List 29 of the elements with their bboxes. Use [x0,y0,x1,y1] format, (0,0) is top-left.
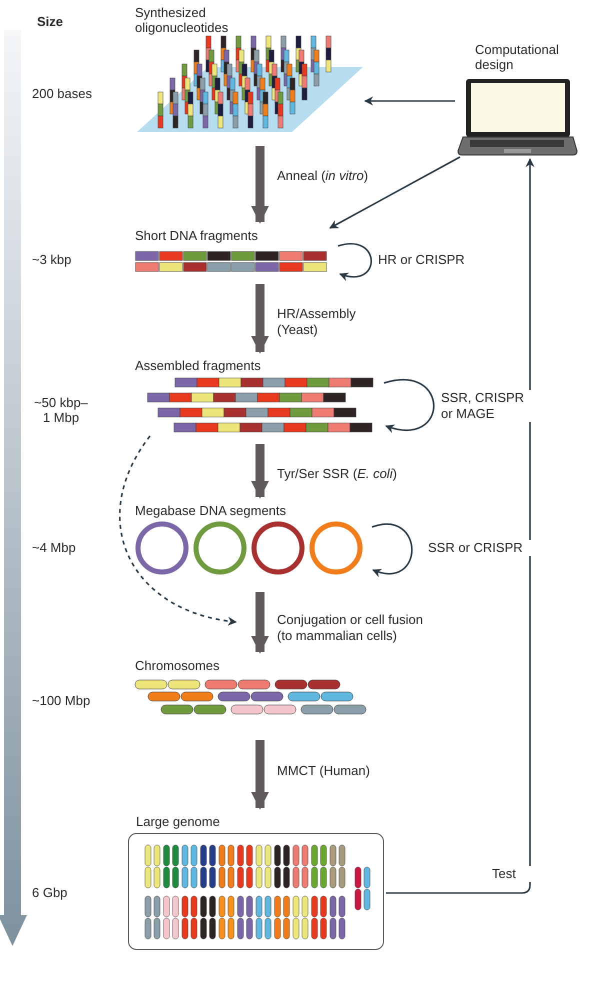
size-label: ~50 kbp– 1 Mbp [33,395,89,425]
size-label: ~4 Mbp [32,540,77,555]
size-label: ~3 kbp [32,252,72,267]
process-arrow [251,284,269,354]
process-arrow [251,146,269,224]
process-arrow [251,444,269,499]
size-label: ~100 Mbp [32,693,92,708]
process-arrow [251,740,269,810]
stage-heading: Megabase DNA segments [135,503,288,518]
edge-label: SSR, CRISPR or MAGE [441,390,531,422]
edge-label: Tyr/Ser SSR (E. coli) [277,466,397,482]
arrow [384,379,434,432]
stage-heading: Assembled fragments [135,358,262,373]
edge-label: Test [492,866,532,882]
size-label: 6 Gbp [32,885,68,900]
stage-heading: Computational design [475,42,560,72]
arrow [329,156,460,229]
axis-title: Size [37,14,64,29]
arrow [364,96,455,106]
arrow [338,243,372,280]
arrow [386,158,534,894]
stage-heading: Chromosomes [135,658,221,673]
stage-heading: Synthesized oligonucleotides [135,5,230,35]
stage-heading: Short DNA fragments [135,228,259,243]
arrow [119,436,237,626]
size-label: 200 bases [32,86,93,101]
process-arrow [251,592,269,654]
arrow [372,524,413,577]
stage-heading: Large genome [136,814,221,829]
